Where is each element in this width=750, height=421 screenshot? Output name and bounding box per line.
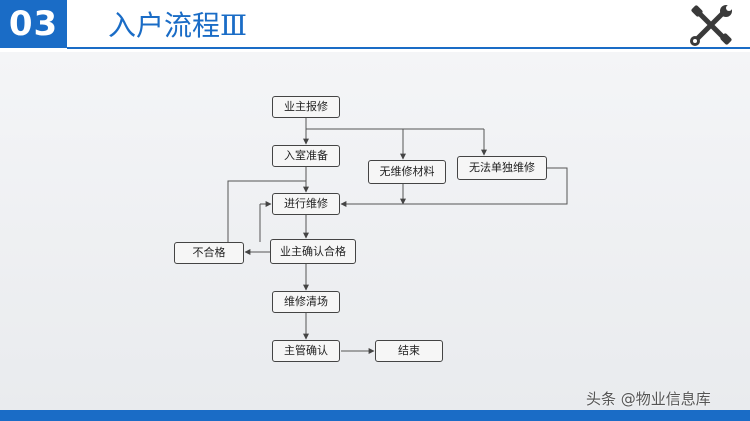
node-label: 进行维修 [284,197,328,210]
node-label: 结束 [398,344,420,357]
node-owner-report: 业主报修 [272,96,340,118]
node-label: 业主确认合格 [280,245,346,258]
node-enter-prepare: 入室准备 [272,145,340,167]
node-do-repair: 进行维修 [272,193,340,215]
node-label: 无维修材料 [379,165,435,178]
node-manager-confirm: 主管确认 [272,340,340,362]
node-label: 入室准备 [284,149,328,162]
page-title: 入户流程Ⅲ [108,9,248,42]
header-band [0,0,750,52]
tools-icon [690,5,732,46]
node-cannot-alone: 无法单独维修 [457,156,547,180]
node-label: 无法单独维修 [469,161,535,174]
node-unqualified: 不合格 [174,242,244,264]
header-divider [67,47,750,49]
node-label: 维修清场 [284,295,328,308]
node-clean-site: 维修清场 [272,291,340,313]
footer-band [0,410,750,421]
node-no-material: 无维修材料 [368,160,446,184]
node-finish: 结束 [375,340,443,362]
edge-cannot-alone-return [340,167,568,207]
edge-unqualified-return [227,180,306,242]
node-label: 业主报修 [284,100,328,113]
section-number: 03 [0,0,67,48]
node-label: 不合格 [192,246,226,259]
node-label: 主管确认 [284,344,328,357]
node-owner-confirm: 业主确认合格 [270,239,356,264]
watermark: 头条 @物业信息库 [586,390,711,408]
